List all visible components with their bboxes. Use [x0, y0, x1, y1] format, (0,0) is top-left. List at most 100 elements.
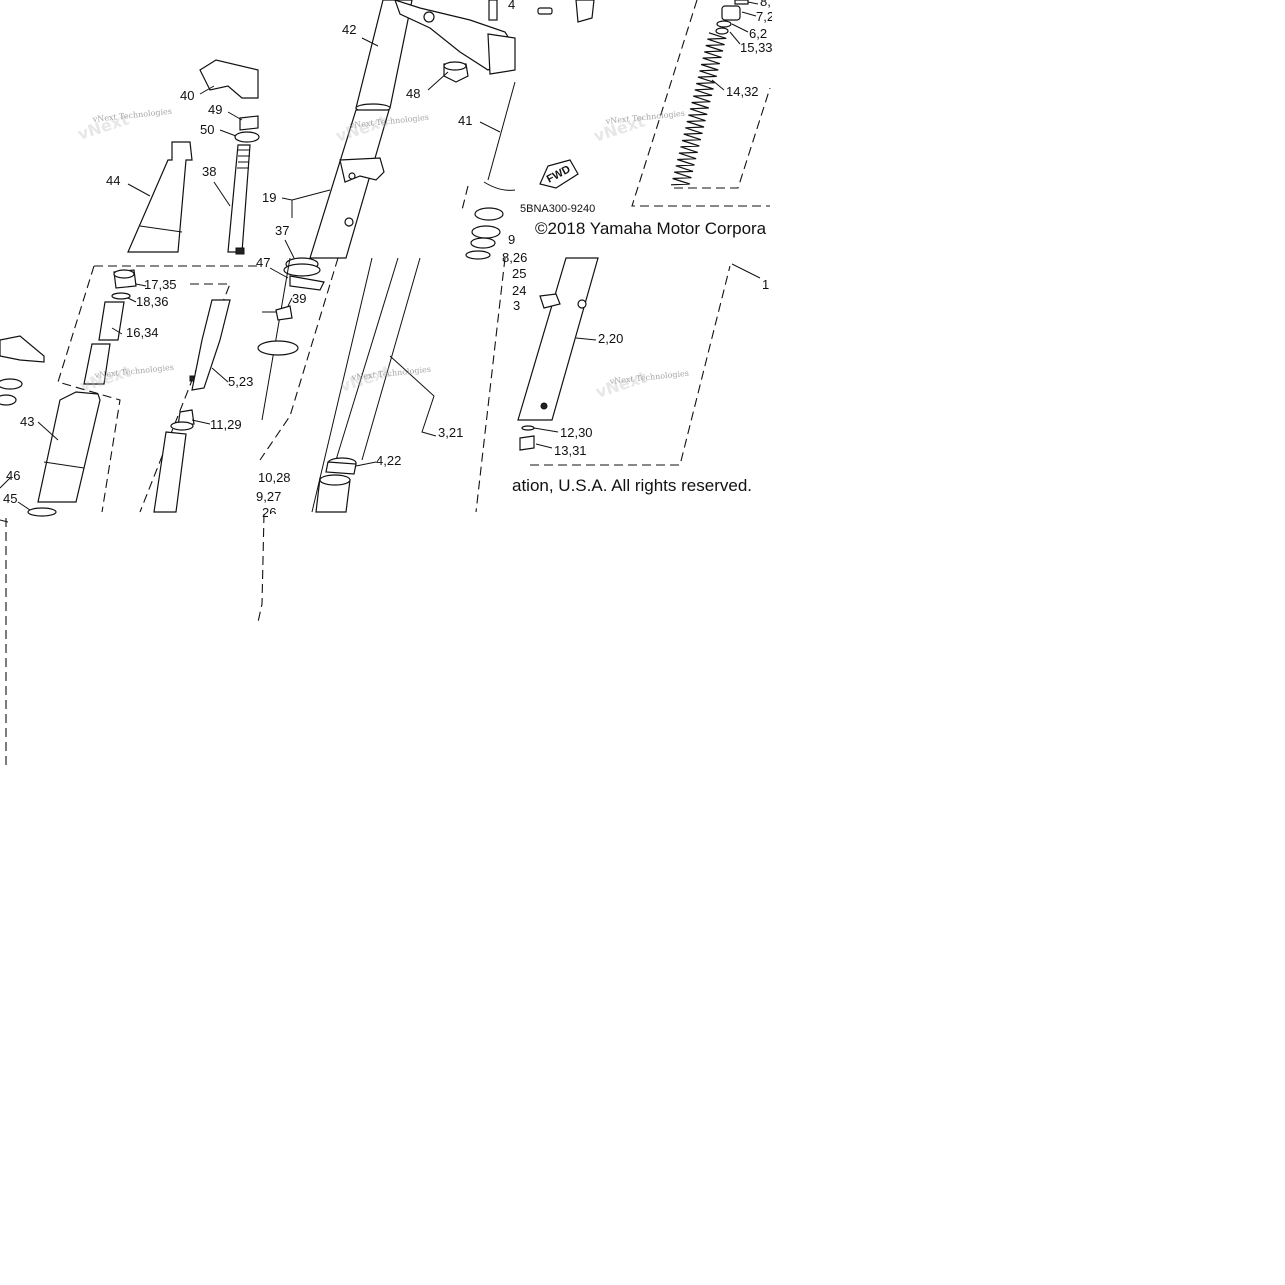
label-38: 38	[202, 164, 216, 179]
label-2: 2,20	[598, 331, 623, 346]
tile-middle-center: 3,21 4,22 47 39 10,28 9,27 26 vNext vNex…	[256, 255, 506, 520]
dashed-lower-right	[257, 513, 265, 623]
fwd-arrow-icon: FWD	[539, 159, 579, 189]
leader-18	[127, 297, 137, 303]
leader-2	[575, 337, 597, 341]
leader-45	[17, 501, 31, 511]
dashed-guide-washers	[461, 185, 469, 211]
leader-5	[211, 367, 229, 383]
watermark-text: vNext Technologies	[608, 369, 689, 386]
label-7: 7,2	[756, 9, 774, 24]
label-44: 44	[106, 173, 120, 188]
ring-47	[289, 275, 325, 291]
tile-middle-right: 1 2,20 12,30 13,31 9 8,26 25 24 3 ation,…	[461, 185, 769, 495]
washer-left-2	[0, 394, 17, 406]
leader-8	[747, 1, 759, 5]
tube-43-band	[43, 461, 85, 469]
label-6: 6,2	[749, 26, 767, 41]
label-5: 5,23	[228, 374, 253, 389]
leader-19	[281, 189, 331, 218]
bolt-13	[519, 435, 535, 451]
rod-38-thread	[237, 149, 250, 169]
bracket-hole	[344, 217, 354, 227]
dashed-box-left	[57, 265, 258, 513]
bracket-top	[575, 0, 595, 23]
washer-9b	[471, 225, 501, 239]
inner-tube-3-mid	[335, 257, 399, 461]
washer-50	[234, 131, 260, 143]
stem-bolt	[488, 0, 498, 21]
tile-upper-right: 8, 7,2 6,2 15,33 14,32 FWD 5BNA300-9240 …	[483, 0, 774, 238]
clamp-bolt	[423, 11, 435, 23]
cap-bolt-17-top	[113, 269, 135, 279]
edge-tick	[0, 519, 9, 523]
dashed-guide-right	[475, 257, 506, 513]
label-4: 4,22	[376, 453, 401, 468]
label-18: 18,36	[136, 294, 169, 309]
slider-2-boss	[577, 299, 587, 309]
label-8: 8,	[760, 0, 771, 9]
dashed-box-right	[530, 265, 731, 466]
leader-16	[111, 327, 123, 335]
nut-37-base	[283, 263, 321, 277]
label-12: 12,30	[560, 425, 593, 440]
watermark-text: vNext Technologies	[91, 107, 172, 124]
label-1: 1	[762, 277, 769, 292]
leader-43	[37, 421, 59, 441]
leader-44	[127, 183, 151, 197]
tile-lower-left	[0, 513, 265, 770]
spacer-16-lower	[83, 343, 111, 385]
label-3: 3,21	[438, 425, 463, 440]
bolt-top	[537, 7, 553, 15]
label-9: 9,27	[256, 489, 281, 504]
label-45: 45	[3, 491, 17, 506]
label-3-small: 3	[513, 298, 520, 313]
part-7	[721, 5, 741, 21]
washer-8	[470, 237, 496, 249]
mask-mid-bottom	[268, 514, 772, 772]
mask-bottom	[0, 772, 772, 1285]
slider-2-hole	[540, 402, 548, 410]
washer-left	[0, 378, 23, 390]
label-24: 24	[512, 283, 526, 298]
tube-44-band	[139, 225, 183, 233]
seal-10-top	[319, 474, 351, 486]
label-25: 25	[512, 266, 526, 281]
fork-tube-lower-42	[309, 109, 390, 259]
leader-42	[361, 37, 379, 47]
slider-2-lug	[539, 293, 561, 309]
leader-13	[535, 443, 553, 449]
copyright-line-1: ©2018 Yamaha Motor Corpora	[535, 219, 767, 238]
outer-tube-left	[261, 257, 291, 421]
leader-49	[227, 111, 243, 121]
cover-40	[199, 59, 259, 99]
part-15	[715, 27, 729, 35]
washer-9	[474, 207, 504, 221]
leader-14	[711, 79, 725, 91]
spring-14	[670, 32, 727, 186]
leader-41	[479, 121, 501, 133]
label-16: 16,34	[126, 325, 159, 340]
label-8-right: 8,26	[502, 250, 527, 265]
cap-49	[239, 115, 259, 131]
leader-46	[0, 477, 11, 489]
label-17: 17,35	[144, 277, 177, 292]
leader-4	[355, 461, 377, 467]
label-40: 40	[180, 88, 194, 103]
damper-5-pin	[189, 375, 195, 382]
leader-1	[731, 263, 761, 279]
leader-7	[741, 11, 757, 17]
label-42: 42	[342, 22, 356, 37]
clamp-right	[487, 33, 516, 75]
leader-12	[533, 427, 559, 433]
dashed-box-spring-inner	[674, 87, 771, 189]
leader-50	[219, 129, 237, 137]
bushing-4-body	[325, 461, 357, 475]
spacer-16-upper	[98, 301, 125, 341]
tube-43	[37, 391, 101, 503]
rod-38	[227, 144, 251, 253]
label-14: 14,32	[726, 84, 759, 99]
label-39: 39	[292, 291, 306, 306]
label-9-right: 9	[508, 232, 515, 247]
label-13: 13,31	[554, 443, 587, 458]
